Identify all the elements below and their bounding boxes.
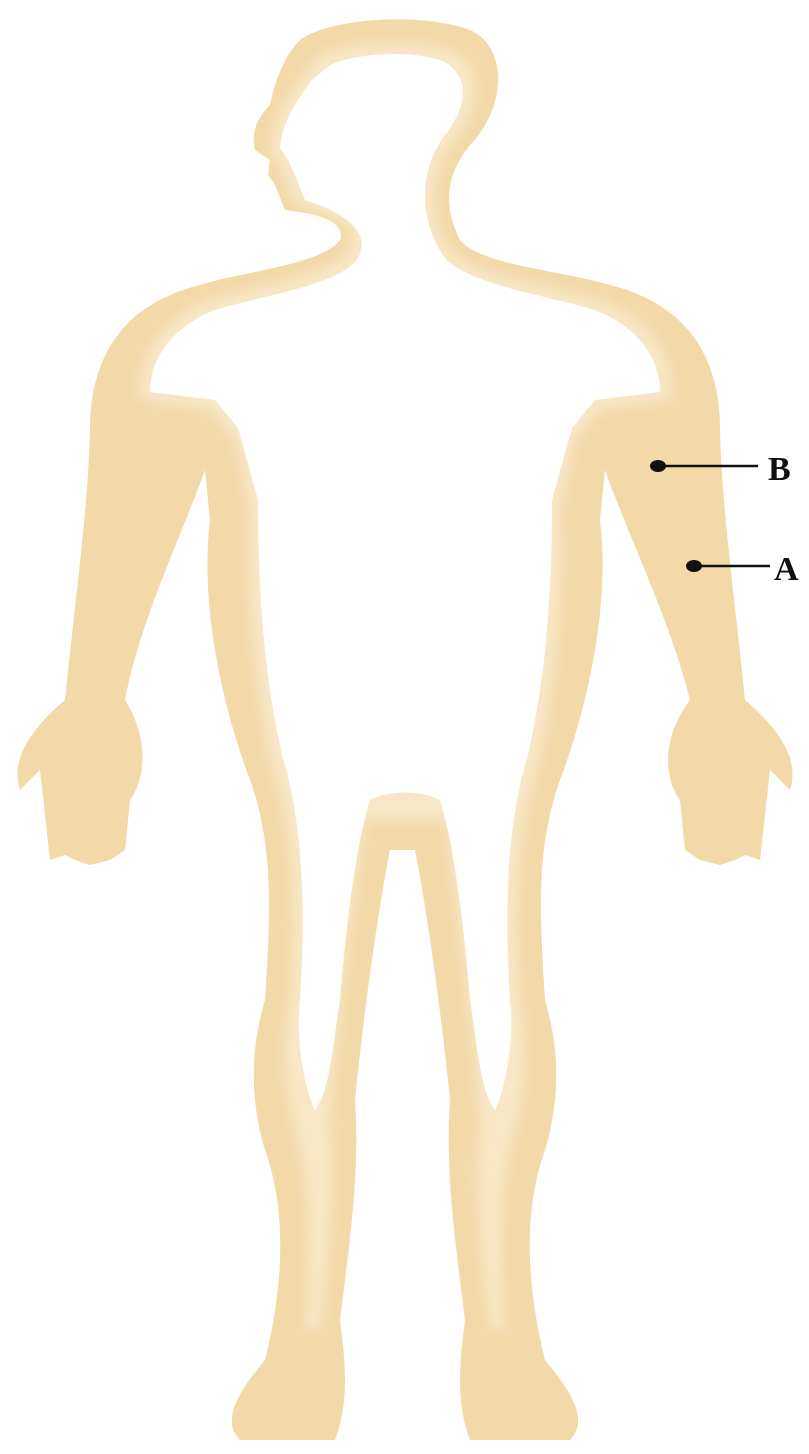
pointer-b-dot [650, 460, 666, 472]
label-b: B [768, 451, 791, 488]
pointer-a-dot [686, 560, 702, 572]
label-a: A [774, 551, 799, 588]
